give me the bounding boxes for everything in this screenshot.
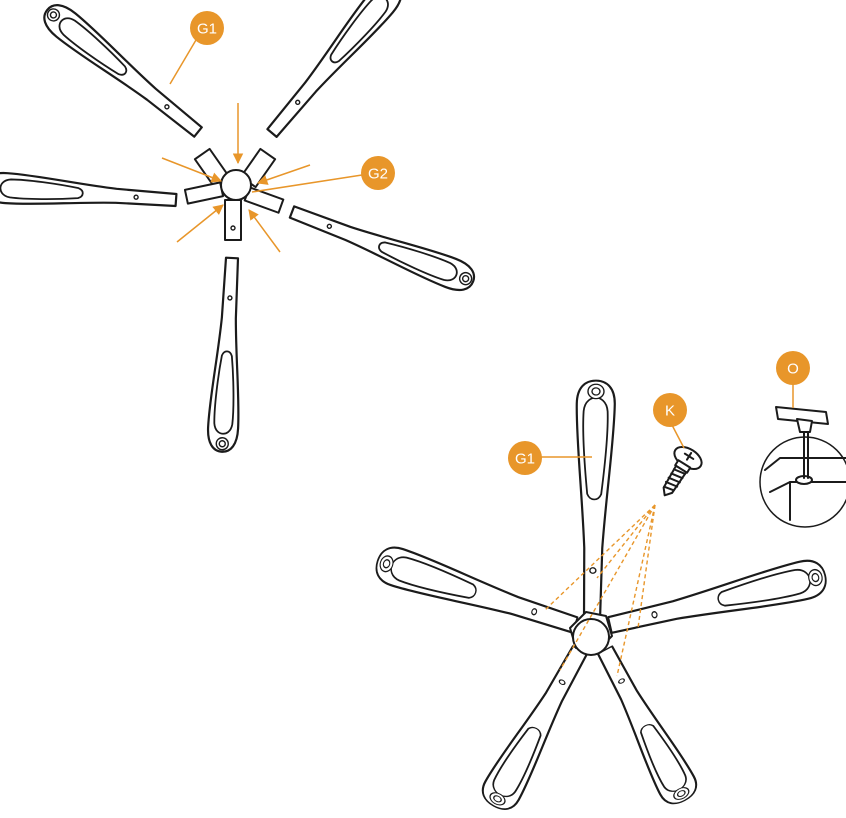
assembled-arm-bottom-right — [587, 640, 703, 811]
assembled-arm-right — [604, 555, 831, 645]
arm-bottom — [205, 256, 249, 454]
svg-text:G1: G1 — [515, 451, 535, 468]
arm-left — [0, 170, 179, 217]
label-g2: G2 — [361, 156, 395, 190]
label-o: O — [776, 351, 810, 385]
arm-g1-top-left — [36, 0, 209, 145]
svg-text:K: K — [665, 403, 675, 420]
assembled-arm-left — [370, 541, 582, 645]
exploded-base-view: G1 G2 — [0, 0, 480, 454]
label-g1-bottom: G1 — [508, 441, 542, 475]
assembled-arm-bottom-left — [475, 639, 598, 817]
label-k: K — [653, 393, 687, 427]
allen-key-icon — [759, 406, 846, 528]
label-g1-top: G1 — [190, 11, 224, 45]
arm-top-right — [259, 0, 410, 144]
svg-text:G1: G1 — [197, 21, 217, 38]
svg-text:G2: G2 — [368, 166, 388, 183]
hub-g2 — [183, 147, 285, 241]
assembled-base-view: G1 K O — [370, 351, 846, 817]
arm-right — [285, 196, 480, 297]
screw-icon — [662, 445, 703, 497]
svg-text:O: O — [787, 361, 799, 378]
screw-guide-lines — [544, 504, 656, 677]
insertion-arrows — [161, 103, 311, 253]
